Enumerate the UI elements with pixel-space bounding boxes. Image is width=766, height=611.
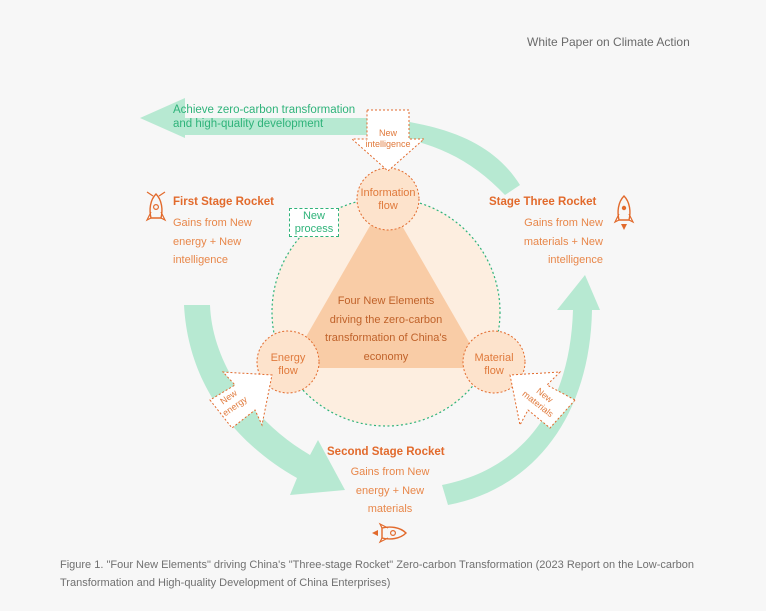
center-text: Four New Elements driving the zero-carbo…	[325, 295, 447, 363]
energy-flow-label: Energy flow	[270, 352, 306, 377]
new-process-box: New process	[289, 208, 339, 237]
energy-flow-circle	[256, 330, 320, 394]
top-arrow-line2: and high-quality development	[173, 118, 324, 130]
figure-caption: Figure 1. "Four New Elements" driving Ch…	[60, 559, 695, 589]
material-flow-label: Material flow	[474, 352, 514, 377]
new-intelligence-arrow	[350, 109, 426, 172]
first-stage-text: Gains from New energy + New intelligence	[173, 217, 252, 266]
new-energy-arrow	[209, 371, 273, 429]
page-header: White Paper on Climate Action	[527, 35, 690, 49]
information-flow-label: Information flow	[360, 187, 416, 212]
first-stage-title: First Stage Rocket	[173, 196, 274, 208]
top-green-arrow	[140, 98, 520, 195]
rocket-icon	[145, 191, 167, 222]
third-stage-text: Gains from New materials + New intellige…	[523, 217, 603, 266]
rocket-icon	[613, 195, 635, 230]
new-materials-arrow	[509, 371, 576, 429]
material-flow-circle	[462, 330, 526, 394]
second-stage-text: Gains from New energy + New materials	[350, 466, 430, 515]
right-green-arrow	[442, 275, 600, 505]
second-stage-title: Second Stage Rocket	[327, 446, 445, 458]
new-intelligence-label: New intelligence	[365, 128, 411, 149]
central-triangle	[288, 198, 484, 368]
top-arrow-line1: Achieve zero-carbon transformation	[173, 104, 356, 116]
rocket-icon	[372, 522, 407, 544]
third-stage-title: Stage Three Rocket	[489, 196, 597, 208]
